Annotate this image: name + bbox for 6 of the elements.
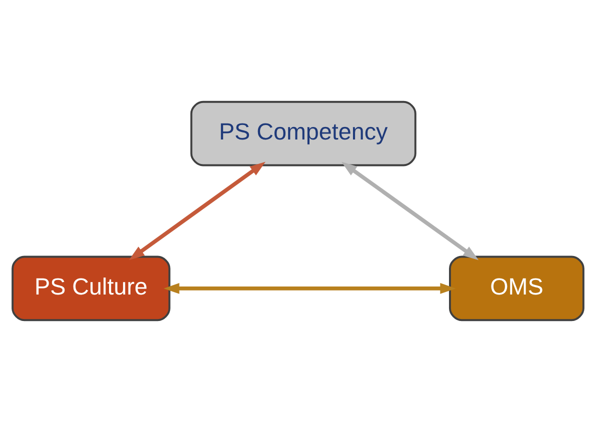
node-box: PS Competency [190, 100, 416, 166]
arrow [341, 162, 479, 260]
arrow [164, 282, 456, 294]
arrow [128, 162, 266, 260]
node-box: PS Culture [12, 256, 170, 322]
node-box: OMS [448, 256, 584, 322]
